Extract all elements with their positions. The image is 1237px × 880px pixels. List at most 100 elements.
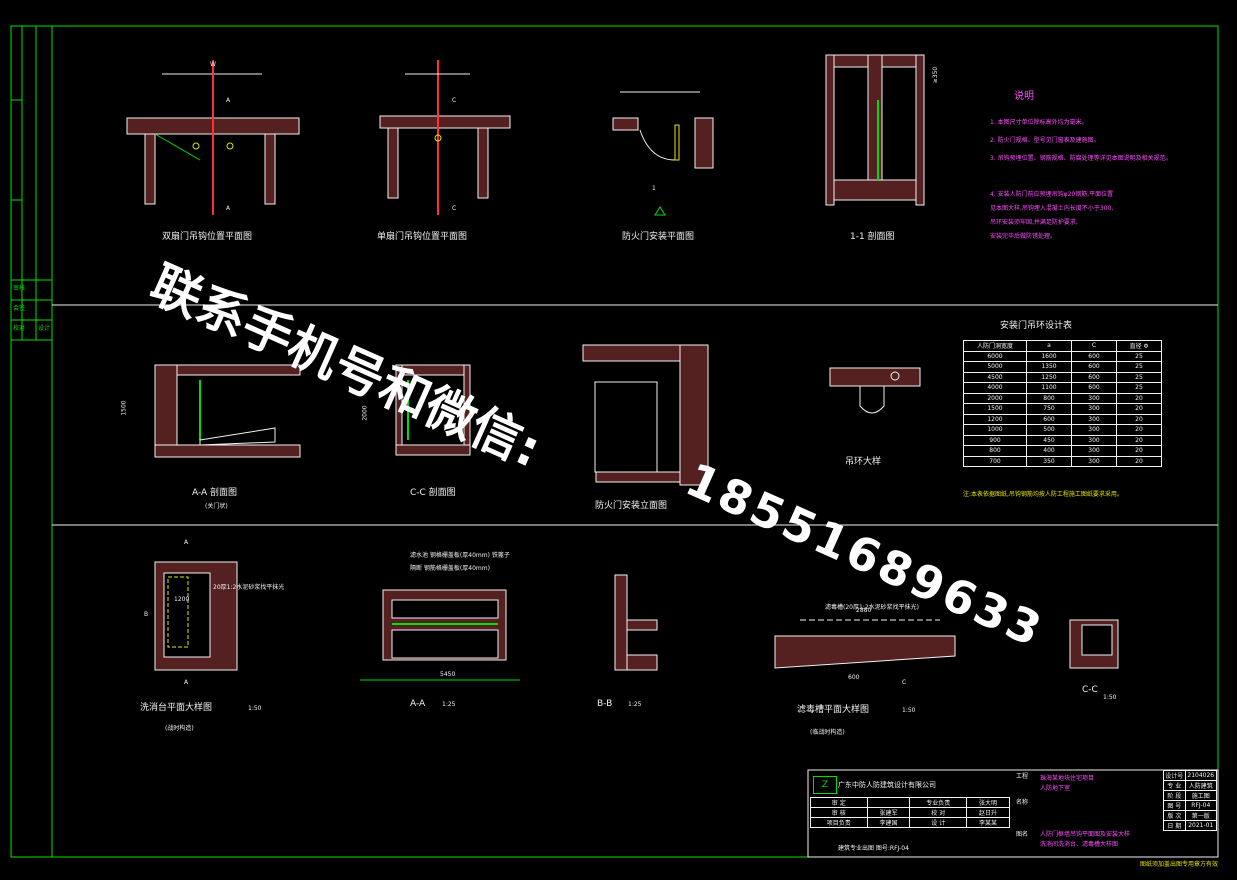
cell: 1100 (1026, 382, 1072, 394)
cell: 审 核 (810, 807, 868, 818)
cell: 赵日升 (966, 807, 1010, 818)
fire-door-plan-title: 防火门安装平面图 (622, 232, 695, 242)
cell: 项目负责 (810, 817, 868, 828)
cell: 张建军 (866, 807, 911, 818)
project-line-2: 人防地下室 (1040, 785, 1071, 792)
view-b-b-drawing (614, 574, 658, 671)
section-a-a-title: A-A 剖面图 (192, 488, 238, 498)
view-a-a-drawing (360, 589, 520, 681)
drain-plan-sub: (临战时构造) (810, 729, 845, 736)
dim-600: 600 (848, 674, 860, 681)
axis-c-label-bottom: C (452, 205, 457, 212)
cell: 2021-01 (1184, 820, 1218, 831)
cell: 400 (1026, 445, 1072, 457)
cell: 设计号 (1163, 770, 1186, 781)
washbasin-plan-sub: (战时构造) (165, 725, 194, 732)
mortar-note-2: 滤毒槽(20厚1:2水泥砂浆找平抹光) (825, 604, 919, 611)
drain-plan-drawing (774, 619, 956, 669)
bottom-axis-a-lower: A (184, 679, 189, 686)
project-line-1: 珠海某地块住宅项目 (1040, 775, 1095, 782)
ring-table-footnote: 注:本表依据图纸,吊钩钢筋均按人防工程施工图纸要求采用。 (963, 491, 1123, 498)
axis-a-label-bottom: A (226, 205, 231, 212)
note-5: 见本图大样,吊钩埋入混凝土内长度不小于300, (990, 205, 1114, 212)
cell: 25 (1116, 361, 1162, 373)
cell: 350 (1026, 455, 1072, 467)
cell: 第一版 (1184, 810, 1218, 821)
section-c-c-title: C-C 剖面图 (410, 488, 456, 498)
section-a-a (154, 364, 301, 458)
axis-a-label: A (226, 97, 231, 104)
cell: 300 (1071, 455, 1117, 467)
cell: 750 (1026, 403, 1072, 415)
note-4: 4. 安装人防门前应预埋吊钩φ20钢筋,平面位置 (990, 191, 1114, 198)
ring-detail-title: 吊环大样 (845, 457, 882, 467)
cell: 900 (963, 434, 1027, 446)
cell: 1600 (1026, 350, 1072, 362)
note-3: 3. 吊钩预埋位置、钢筋规格、防腐处理等详见本图说明及相关规范。 (990, 155, 1172, 162)
washbasin-plan-drawing (154, 561, 238, 671)
fire-door-elevation (582, 344, 709, 486)
cell: 600 (1071, 361, 1117, 373)
cell: 图 号 (1163, 800, 1186, 811)
cell: 20 (1116, 434, 1162, 446)
dim-w-label: W (210, 61, 216, 68)
cell: 700 (963, 455, 1027, 467)
cell: 张大明 (966, 797, 1010, 808)
ring-detail-drawing (829, 367, 921, 414)
cell: 日 期 (1163, 820, 1186, 831)
view-a-a-scale: 1:25 (442, 701, 456, 708)
col-mid-1: 名称 (1016, 799, 1029, 806)
cell: 1350 (1026, 361, 1072, 373)
cell: 20 (1116, 445, 1162, 457)
notes-heading: 说明 (1014, 91, 1034, 102)
drain-axis-c: C (902, 679, 907, 686)
cell: 300 (1071, 424, 1117, 436)
drawing-name-2: 洗消间洗消台、滤毒槽大样图 (1040, 841, 1119, 848)
cell: 4000 (963, 382, 1027, 394)
ring-th-0: 人防门洞宽度 (963, 340, 1027, 352)
cell: 李某某 (966, 817, 1010, 828)
cell: 5000 (963, 361, 1027, 373)
fire-door-plan (612, 91, 714, 216)
view-b-b-title: B-B (597, 699, 613, 709)
cell: 20 (1116, 413, 1162, 425)
stamp-line: 建筑专业出图 图号:RFJ-04 (838, 845, 909, 852)
cell: 300 (1071, 445, 1117, 457)
single-door-plan (379, 60, 511, 215)
view-a-a-title: A-A (410, 699, 426, 709)
title-block-left: 审 定专业负责张大明 审 核张建军校 对赵日升 项目负责李建国设 计李某某 (810, 797, 1010, 828)
single-door-plan-title: 单扇门吊钩位置平面图 (377, 232, 468, 242)
bottom-note: 图纸须加盖出图专用章方有效 (1140, 861, 1219, 868)
cell: 800 (963, 445, 1027, 457)
cell: 审 定 (810, 797, 868, 808)
drawing-name-1: 人防门框墙吊钩平面图及安装大样 (1040, 831, 1131, 838)
company-logo: Z (813, 776, 837, 794)
cell: 450 (1026, 434, 1072, 446)
axis-c-label: C (452, 97, 457, 104)
margin-label-3: 设计 (38, 325, 51, 332)
section-a-a-sub: (关门状) (205, 503, 228, 510)
cell: 20 (1116, 455, 1162, 467)
bottom-axis-a: A (184, 539, 189, 546)
mortar-note: 20厚1:2水泥砂浆找平抹光 (213, 584, 285, 591)
cell: 4500 (963, 371, 1027, 383)
section-1-1-title: 1-1 剖面图 (850, 232, 895, 242)
dim-5450: 5450 (440, 671, 456, 678)
cell: 25 (1116, 371, 1162, 383)
ring-table-title: 安装门吊环设计表 (1000, 321, 1073, 331)
cell: 600 (1026, 413, 1072, 425)
cell: 300 (1071, 392, 1117, 404)
washbasin-plan-scale: 1:50 (248, 705, 262, 712)
margin-label-0: 审核 (13, 285, 26, 292)
ring-th-3: 直径 Φ (1116, 340, 1162, 352)
cell: 版 次 (1163, 810, 1186, 821)
